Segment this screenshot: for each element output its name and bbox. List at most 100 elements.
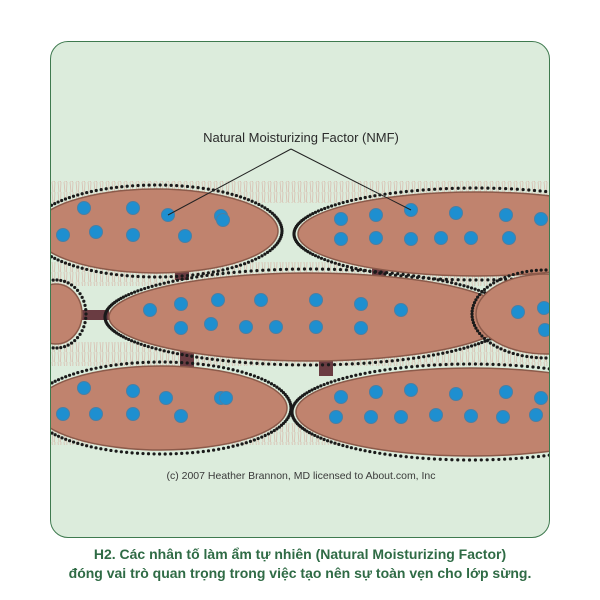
lipid-dot <box>549 356 550 359</box>
lipid-dot <box>474 298 478 302</box>
nmf-dot <box>434 231 448 245</box>
lipid-dot <box>514 363 518 368</box>
lipid-dot <box>124 336 128 340</box>
lipid-dot <box>73 338 77 343</box>
lipid-dot <box>349 374 353 378</box>
lipid-dot <box>166 350 171 354</box>
nmf-dot <box>394 303 408 317</box>
stratum-corneum-diagram <box>51 148 550 462</box>
lipid-dot <box>410 189 414 193</box>
lipid-dot <box>236 443 240 447</box>
lipid-dot <box>266 380 271 384</box>
lipid-dot <box>507 350 511 354</box>
lipid-dot <box>261 268 265 272</box>
lipid-dot <box>472 301 477 305</box>
lipid-dot <box>499 277 503 281</box>
lipid-dot <box>277 425 281 429</box>
nmf-dot <box>56 228 70 242</box>
lipid-dot <box>191 273 195 277</box>
lipid-dot <box>497 457 501 462</box>
lipid-dot <box>482 336 487 341</box>
lipid-dot <box>261 362 265 366</box>
lipid-dot <box>337 442 341 446</box>
lipid-dot <box>432 457 437 461</box>
lipid-dot <box>319 256 324 260</box>
nmf-dot <box>464 409 478 423</box>
corneocyte <box>51 360 293 456</box>
lipid-dot <box>458 283 462 287</box>
corneocyte <box>470 268 550 360</box>
lipid-dot <box>341 443 345 448</box>
lipid-dot <box>141 275 146 279</box>
lipid-dot <box>383 368 387 372</box>
lipid-dot <box>341 376 345 381</box>
lipid-dot <box>59 278 63 283</box>
lipid-dot <box>53 202 57 206</box>
lipid-dot <box>80 329 84 333</box>
lipid-dot <box>76 265 80 269</box>
lipid-dot <box>436 278 440 282</box>
lipid-dot <box>362 269 366 273</box>
copyright-credit: (c) 2007 Heather Brannon, MD licensed to… <box>166 470 436 482</box>
lipid-dot <box>255 268 259 273</box>
lipid-dot <box>385 359 389 363</box>
lipid-dot <box>175 274 179 278</box>
lipid-dot <box>344 362 348 366</box>
lipid-dot <box>319 208 324 212</box>
lipid-dot <box>185 353 189 358</box>
lipid-dot <box>444 362 448 367</box>
lipid-dot <box>270 211 274 215</box>
lipid-dot <box>206 449 211 453</box>
lipid-dot <box>221 271 225 276</box>
lipid-dot <box>534 268 538 272</box>
nmf-dot <box>449 387 463 401</box>
lipid-dot <box>83 321 87 325</box>
lipid-dot <box>323 257 327 262</box>
lipid-dot <box>80 295 84 299</box>
nmf-dot <box>269 320 283 334</box>
lipid-dot <box>320 363 325 367</box>
lipid-dot <box>547 453 549 457</box>
lipid-dot <box>119 296 123 300</box>
lipid-dot <box>480 186 484 190</box>
lipid-dot <box>254 201 258 205</box>
lipid-dot <box>525 364 530 369</box>
lipid-dot <box>63 261 68 265</box>
lipid-dot <box>201 272 205 276</box>
lipid-dot <box>473 458 478 462</box>
lipid-dot <box>495 279 499 283</box>
lipid-dot <box>221 446 226 450</box>
lipid-dot <box>76 193 80 197</box>
lipid-dot <box>480 334 484 338</box>
lipid-dot <box>205 273 209 278</box>
lipid-dot <box>438 457 442 461</box>
lipid-dot <box>236 369 240 373</box>
lipid-dot <box>470 309 474 313</box>
lipid-dot <box>162 281 166 285</box>
lipid-dot <box>354 197 358 202</box>
lipid-dot <box>185 184 190 189</box>
lipid-dot <box>433 187 437 191</box>
lipid-dot <box>544 189 548 194</box>
lipid-dot <box>508 457 513 461</box>
lipid-dot <box>491 458 495 462</box>
diagram-panel: Natural Moisturizing Factor (NMF) (c) 20… <box>50 41 550 538</box>
lipid-dot <box>450 186 454 190</box>
lipid-dot <box>542 366 546 370</box>
lipid-dot <box>531 365 535 369</box>
cell-body <box>51 283 83 345</box>
lipid-dot <box>84 308 88 312</box>
lipid-dot <box>272 428 276 433</box>
lipid-dot <box>278 362 283 367</box>
lipid-dot <box>326 259 330 263</box>
lipid-dot <box>436 352 440 356</box>
lipid-dot <box>263 433 267 438</box>
lipid-dot <box>345 375 349 379</box>
lipid-dot <box>226 271 231 275</box>
lipid-dot <box>109 363 113 368</box>
lipid-dot <box>265 250 270 254</box>
lipid-dot <box>462 186 466 190</box>
lipid-dot <box>109 186 113 190</box>
lipid-dot <box>349 265 354 270</box>
lipid-dot <box>332 267 337 271</box>
